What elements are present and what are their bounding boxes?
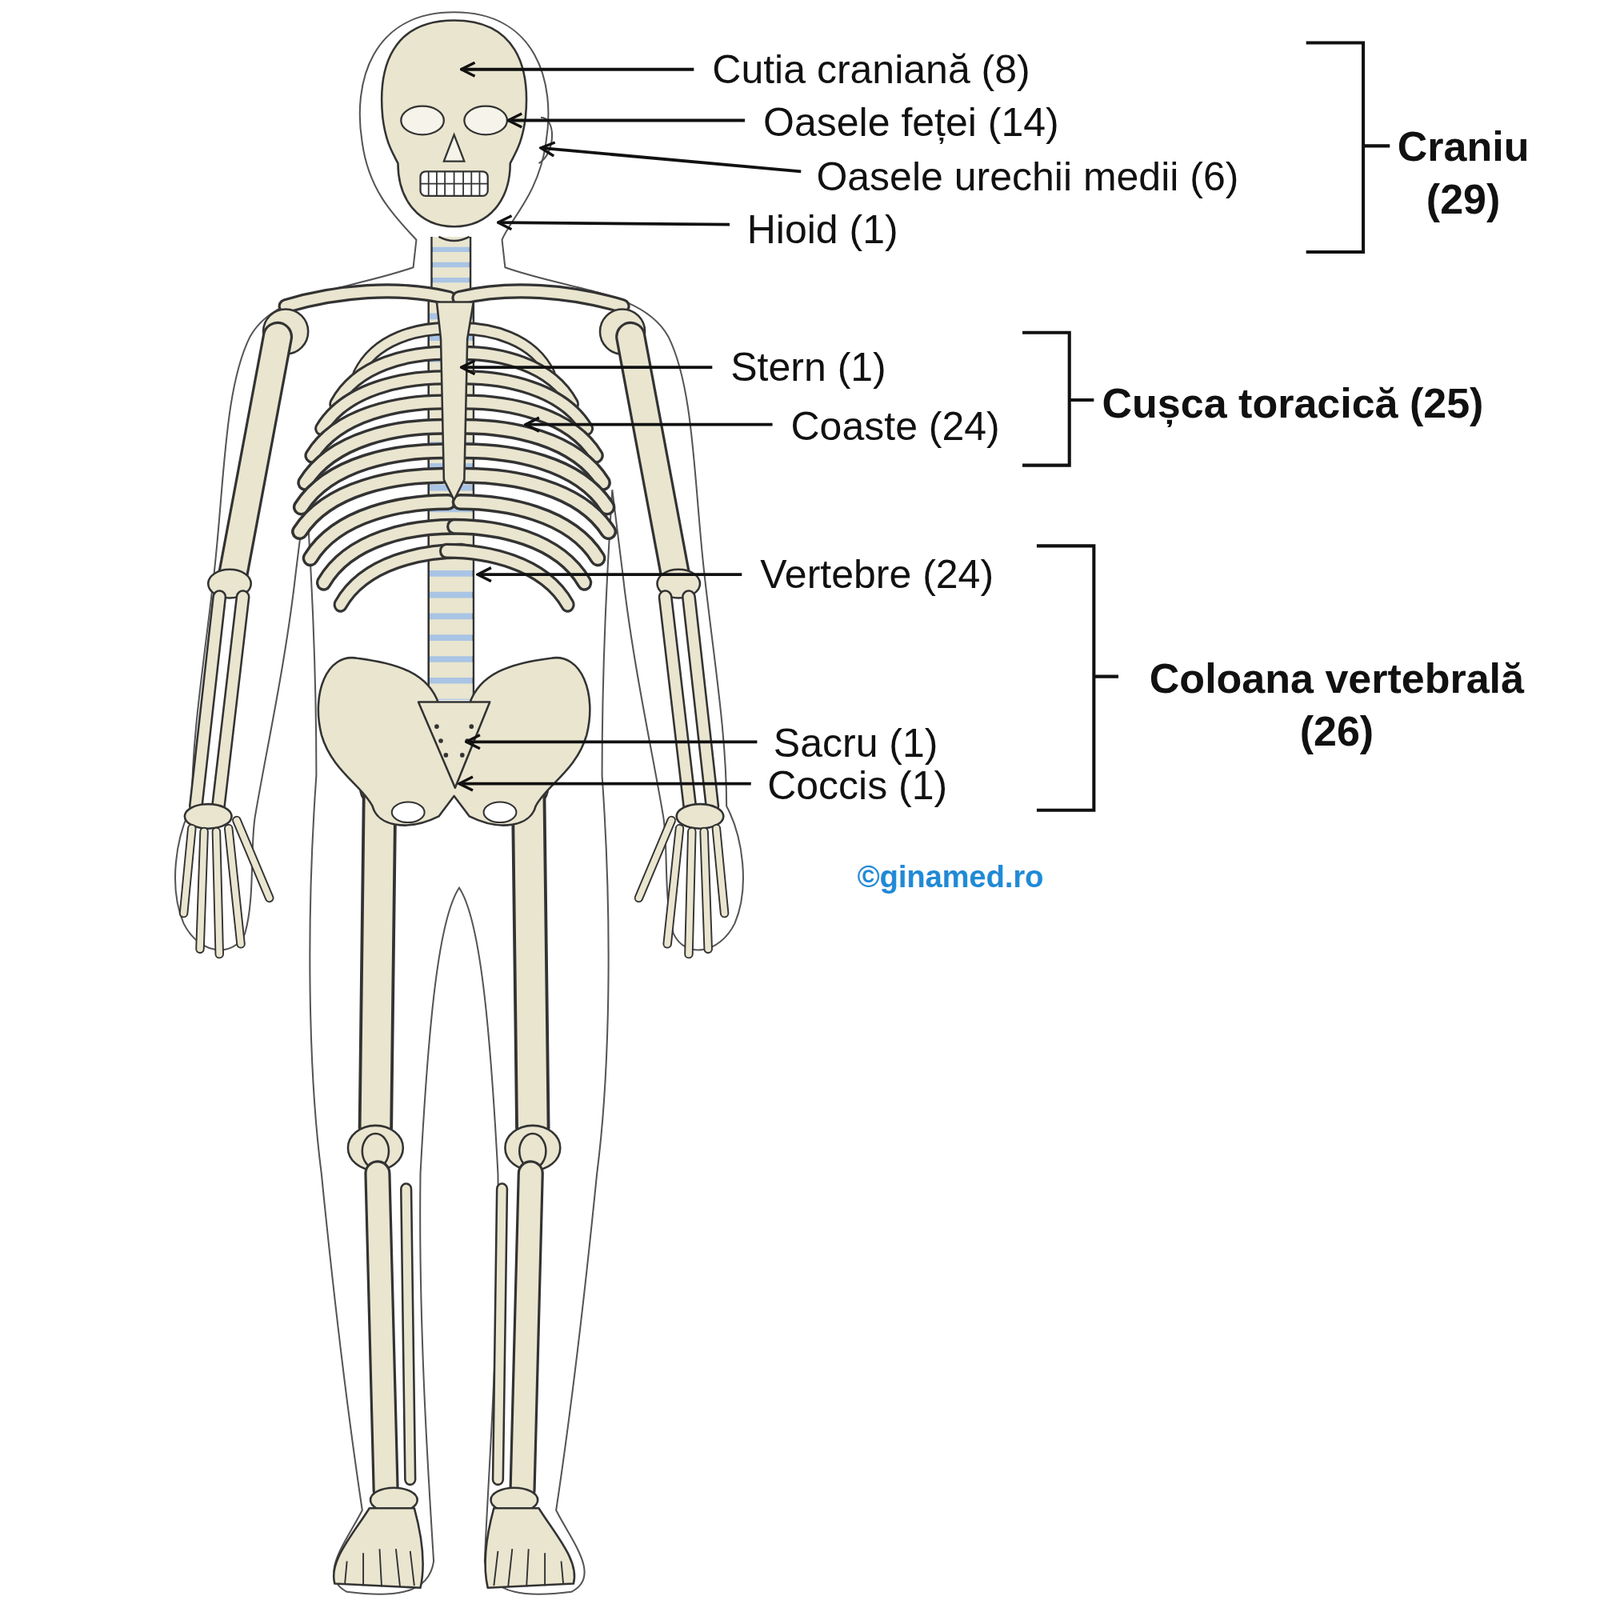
sacral-foramina — [438, 738, 444, 744]
watermark: ©ginamed.ro — [856, 859, 1044, 896]
bone-label: Cutia craniană (8) — [712, 45, 1030, 94]
group-label: Coloana vertebrală (26) — [1132, 652, 1541, 758]
bone-label: Hioid (1) — [747, 205, 899, 254]
group-label: Craniu (29) — [1375, 120, 1552, 226]
bone-label: Stern (1) — [730, 343, 887, 392]
bone-label: Coaste (24) — [791, 402, 1000, 451]
teeth — [420, 171, 488, 196]
bone-label: Oasele urechii medii (6) — [816, 152, 1239, 201]
body-outline — [175, 12, 744, 1595]
leader-arrows — [540, 148, 801, 172]
skull — [381, 20, 527, 228]
leader-arrows — [466, 740, 758, 744]
sacrum — [418, 702, 490, 788]
teeth-lines — [420, 171, 488, 196]
eye-socket — [400, 106, 444, 136]
ribs-right — [446, 328, 608, 605]
sacral-foramina — [468, 724, 474, 729]
group-brackets — [1306, 43, 1391, 252]
bone-label: Coccis (1) — [767, 761, 948, 810]
obturator-hole — [392, 802, 425, 824]
bone-label: Vertebre (24) — [760, 550, 994, 599]
group-label: Cușca toracică (25) — [1102, 378, 1484, 428]
group-brackets — [1022, 332, 1094, 466]
leader-arrows — [459, 69, 801, 784]
leader-arrows — [525, 423, 773, 427]
leader-arrows — [477, 572, 742, 576]
leader-arrows — [497, 222, 730, 225]
ear-outline — [538, 117, 552, 164]
leader-arrows — [508, 119, 745, 123]
leader-arrows — [459, 782, 752, 786]
bone-label: Sacru (1) — [773, 719, 939, 768]
leader-arrows — [461, 68, 695, 72]
leader-arrows — [461, 365, 713, 369]
bone-label: Oasele feței (14) — [763, 98, 1060, 147]
eye-socket — [464, 106, 508, 136]
nasal-cavity — [444, 134, 465, 161]
group-brackets — [1036, 545, 1119, 810]
obturator-hole — [484, 802, 517, 824]
sacral-foramina — [460, 752, 465, 758]
ribs-left — [300, 328, 462, 605]
hyoid — [438, 236, 469, 241]
sacral-foramina — [434, 724, 440, 729]
sternum — [436, 302, 474, 500]
sacral-foramina — [444, 752, 449, 758]
